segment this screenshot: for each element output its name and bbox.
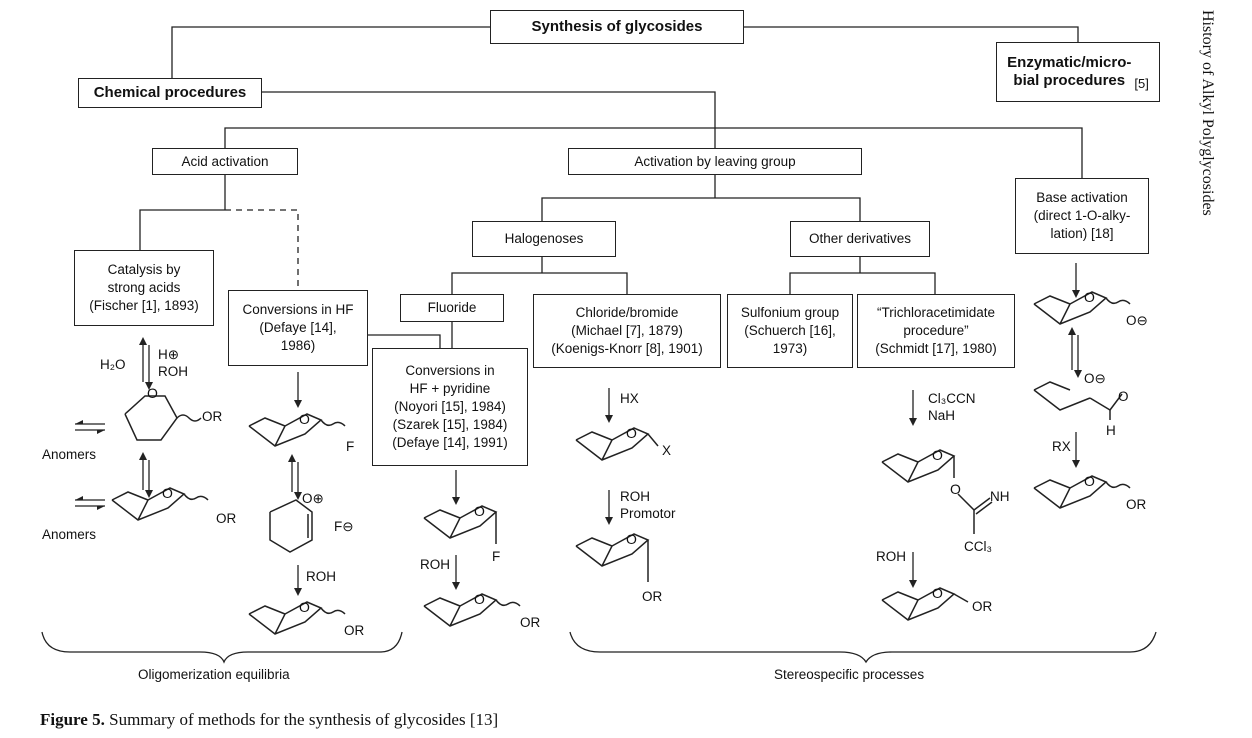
enzymatic-box: Enzymatic/micro- bial procedures [5] (996, 42, 1160, 102)
running-header-text: History of Alkyl Polyglycosides (1199, 10, 1216, 216)
ring-oxygen: O (474, 504, 485, 519)
figure-caption-label: Figure 5. (40, 710, 105, 729)
sulfonium-box: Sulfonium group (Schuerch [16], 1973) (727, 294, 853, 368)
or-cl-label: OR (642, 589, 663, 604)
glycosyl-halide-structure: O (575, 426, 659, 461)
rx-label: RX (1052, 439, 1071, 454)
running-header: History of Alkyl Polyglycosides (1198, 10, 1228, 260)
oligomerization-caption: Oligomerization equilibria (138, 667, 290, 682)
pyranose-hf-product: O (248, 600, 346, 635)
roh-tri-label: ROH (876, 549, 906, 564)
f-label-1: F (346, 439, 355, 454)
open-chain-aldehyde (1033, 381, 1123, 420)
pyranose-cl-product: O (575, 532, 650, 582)
or-base-label: OR (1126, 497, 1147, 512)
hplus-roh-label: H⊕ ROH (158, 347, 188, 379)
roh-py-label: ROH (420, 557, 450, 572)
trichloracetimidate-box: “Trichloracetimidate procedure” (Schmidt… (857, 294, 1015, 368)
ring-oxygen: O (1084, 290, 1095, 305)
ring-oxygen: O (626, 426, 637, 441)
oxocarbenium-structure (269, 499, 313, 553)
nh-label: NH (990, 489, 1010, 504)
ccl3-label: CCl₃ (964, 539, 992, 554)
ominus-label-2: O⊖ (1084, 371, 1106, 386)
or-py-label: OR (520, 615, 541, 630)
other-derivatives-box: Other derivatives (790, 221, 930, 257)
ring-oxygen: O (932, 586, 943, 601)
roh-promotor-label: ROH Promotor (620, 489, 676, 521)
ring-oxygen: O (162, 486, 173, 501)
ring-oxygen: O (474, 592, 485, 607)
ring-oxygen: O (1084, 474, 1095, 489)
hx-label: HX (620, 391, 639, 406)
chloride-bromide-box: Chloride/bromide (Michael [7], 1879) (Ko… (533, 294, 721, 368)
root-box: Synthesis of glycosides (490, 10, 744, 44)
trichloroacetimidate-structure: O O (881, 448, 993, 534)
anomers-label-1: Anomers (42, 447, 97, 462)
aldehyde-o-label: O (1118, 389, 1129, 404)
ring-oxygen: O (932, 448, 943, 463)
oxocarbenium-oplus: O⊕ (302, 491, 324, 506)
chemical-box: Chemical procedures (78, 78, 262, 108)
base-activation-box: Base activation (direct 1-O-alky- lation… (1015, 178, 1149, 254)
ring-oxygen: O (147, 385, 158, 401)
x-label: X (662, 443, 672, 458)
furanose-or-label: OR (202, 409, 223, 424)
anomers-label-2: Anomers (42, 527, 97, 542)
catalysis-box: Catalysis by strong acids (Fischer [1], … (74, 250, 214, 326)
glycosidic-oxygen: O (950, 481, 961, 497)
or-tri-label: OR (972, 599, 993, 614)
ring-oxygen: O (299, 600, 310, 615)
pyranose-fluoride-1: O (248, 412, 346, 447)
furanose-structure: O (124, 385, 202, 441)
enzymatic-label: Enzymatic/micro- bial procedures (1007, 54, 1132, 89)
roh-hf-label: ROH (306, 569, 336, 584)
enzymatic-ref: [5] (1134, 76, 1149, 91)
figure-caption-text: Summary of methods for the synthesis of … (104, 710, 499, 729)
or-hf-label: OR (344, 623, 365, 638)
acid-activation-box: Acid activation (152, 148, 298, 175)
pyranose-py-product: O (423, 592, 521, 627)
halogenoses-box: Halogenoses (472, 221, 616, 257)
aldehyde-h-label: H (1106, 423, 1116, 438)
f-label-2: F (492, 549, 501, 564)
pyranose-tri-product: O (881, 586, 969, 621)
ominus-label-1: O⊖ (1126, 313, 1148, 328)
figure-caption: Figure 5. Summary of methods for the syn… (40, 710, 498, 730)
hf-box: Conversions in HF (Defaye [14], 1986) (228, 290, 368, 366)
hf-pyridine-box: Conversions in HF + pyridine (Noyori [15… (372, 348, 528, 466)
alkoxide-structure: O (1033, 290, 1131, 325)
leaving-group-box: Activation by leaving group (568, 148, 862, 175)
pyranose-or-label-1: OR (216, 511, 237, 526)
ring-oxygen: O (299, 412, 310, 427)
h2o-label: H₂O (100, 357, 126, 372)
stereospecific-caption: Stereospecific processes (774, 667, 925, 682)
ring-oxygen: O (626, 532, 637, 547)
cl3ccn-label: Cl₃CCN NaH (928, 391, 976, 423)
pyranose-fluoride-2: O (423, 504, 498, 544)
fluoride-box: Fluoride (400, 294, 504, 322)
pyranose-base-product: O (1033, 474, 1131, 509)
fluoride-anion: F⊖ (334, 519, 354, 534)
pyranose-structure-1: O (111, 486, 209, 521)
